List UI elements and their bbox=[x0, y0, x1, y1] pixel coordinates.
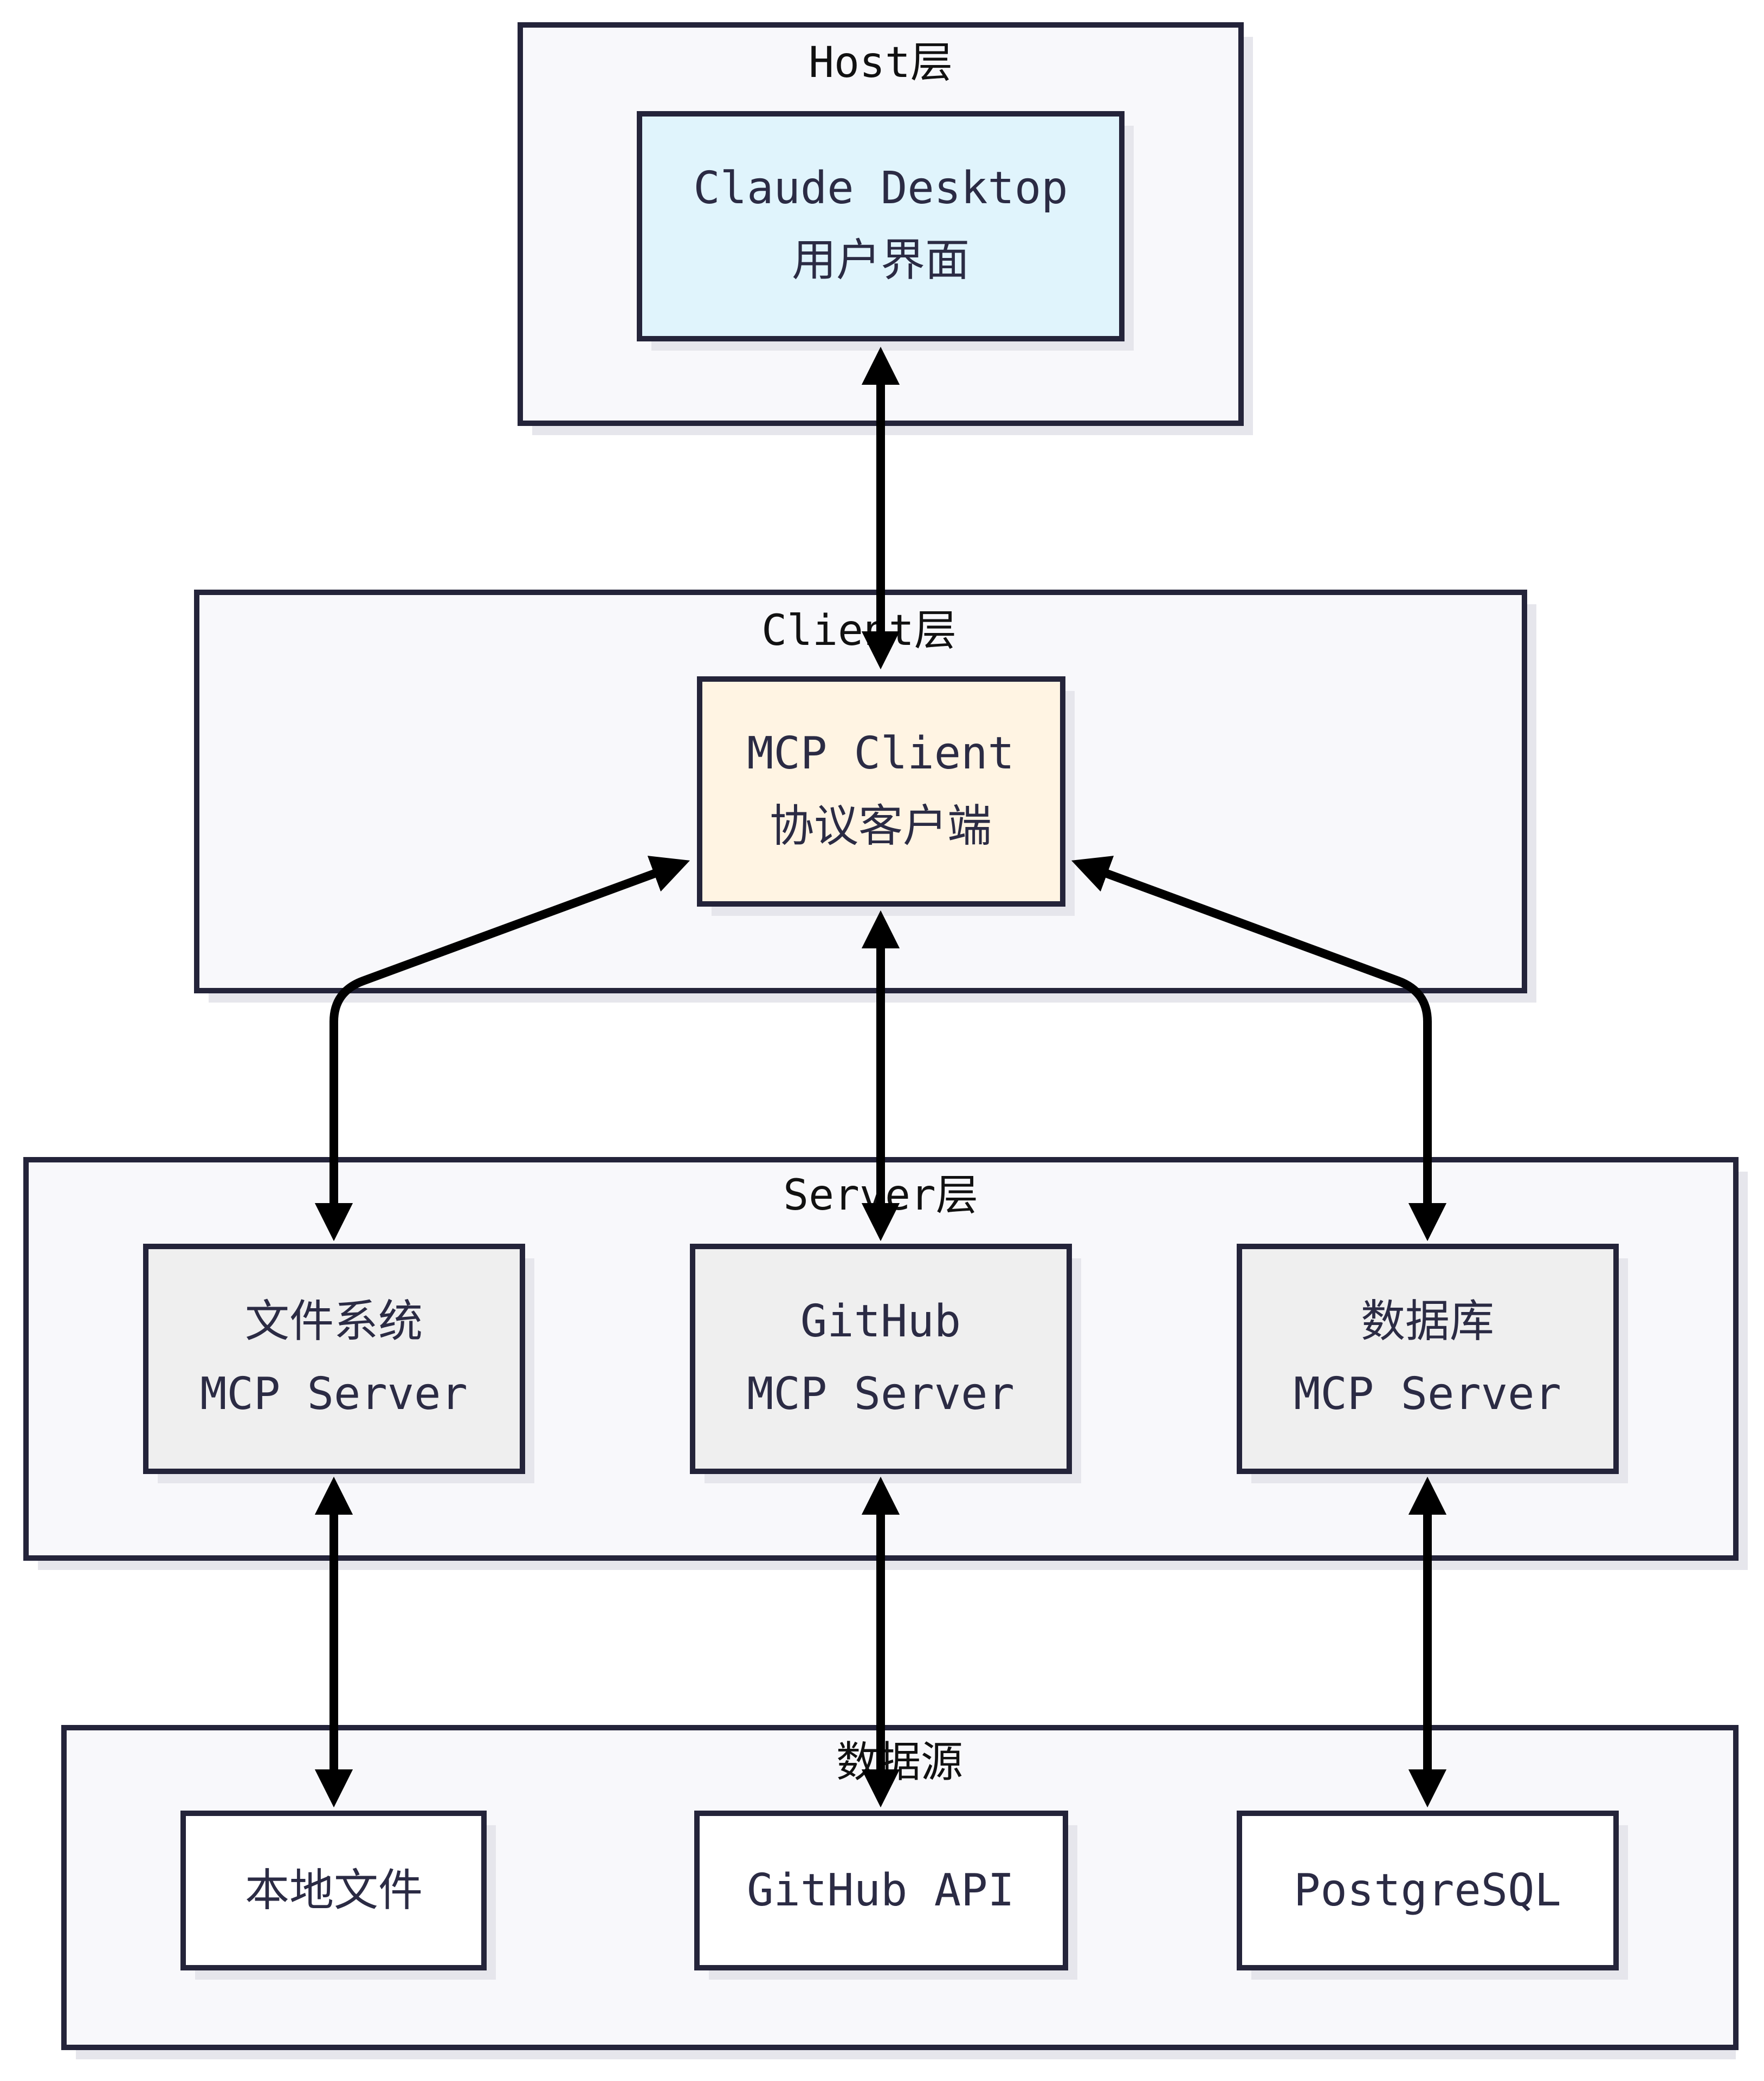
mcp-client-sublabel: 协议客户端 bbox=[770, 800, 992, 852]
data-sources-title: 数据源 bbox=[836, 1738, 963, 1787]
claude-desktop-label: Claude Desktop bbox=[693, 163, 1068, 214]
local-files-label: 本地文件 bbox=[245, 1865, 423, 1916]
github-api-label: GitHub API bbox=[747, 1865, 1015, 1916]
github-server-sublabel: MCP Server bbox=[747, 1368, 1015, 1420]
edge-client-filesystem-server bbox=[314, 856, 690, 1242]
host-layer-title: Host层 bbox=[809, 38, 953, 87]
edge-client-database-server bbox=[1071, 856, 1447, 1242]
mcp-client-label: MCP Client bbox=[747, 728, 1015, 779]
postgresql-label: PostgreSQL bbox=[1294, 1865, 1561, 1916]
database-server-node: 数据库 MCP Server bbox=[1237, 1244, 1628, 1483]
local-files-node: 本地文件 bbox=[180, 1811, 496, 1980]
github-server-label: GitHub bbox=[800, 1296, 961, 1347]
github-api-node: GitHub API bbox=[694, 1811, 1077, 1980]
filesystem-server-label: 文件系统 bbox=[245, 1296, 423, 1347]
client-layer-title: Client层 bbox=[761, 606, 957, 655]
mcp-client-node: MCP Client 协议客户端 bbox=[697, 676, 1075, 916]
postgresql-node: PostgreSQL bbox=[1237, 1811, 1628, 1980]
claude-desktop-sublabel: 用户界面 bbox=[792, 235, 970, 286]
database-server-label: 数据库 bbox=[1361, 1296, 1494, 1347]
filesystem-server-node: 文件系统 MCP Server bbox=[143, 1244, 534, 1483]
github-server-node: GitHub MCP Server bbox=[690, 1244, 1081, 1483]
filesystem-server-sublabel: MCP Server bbox=[200, 1368, 468, 1420]
claude-desktop-node: Claude Desktop 用户界面 bbox=[637, 111, 1134, 351]
edges bbox=[314, 346, 1447, 1808]
database-server-sublabel: MCP Server bbox=[1294, 1368, 1561, 1420]
